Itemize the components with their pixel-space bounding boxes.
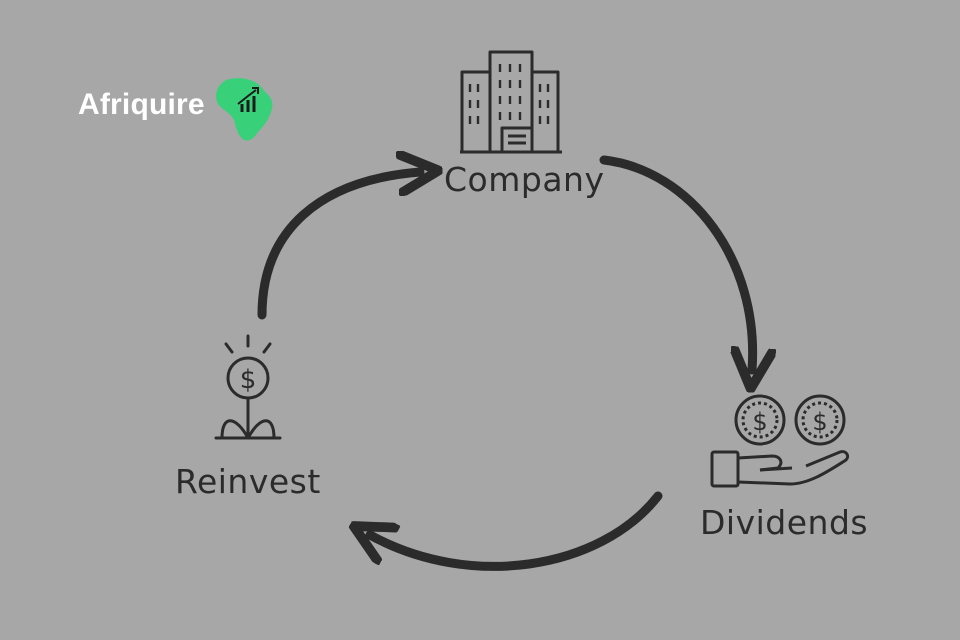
arrow-reinvest-to-company (257, 172, 420, 320)
africa-map-growth-chart-icon (216, 78, 273, 141)
brand-logo: Afriquire (78, 74, 278, 144)
arrow-company-to-dividends (599, 155, 753, 370)
office-buildings-icon (460, 50, 562, 154)
brand-name: Afriquire (78, 88, 205, 121)
svg-text:$: $ (812, 408, 827, 436)
svg-text:$: $ (752, 408, 767, 436)
node-label-company: Company (444, 160, 605, 199)
node-label-reinvest: Reinvest (175, 462, 321, 501)
money-plant-icon: $ (214, 334, 282, 440)
hand-with-coins-icon: $ $ (710, 394, 850, 488)
arrow-dividends-to-reinvest (370, 491, 663, 571)
svg-text:$: $ (240, 365, 257, 395)
node-label-dividends: Dividends (700, 503, 869, 542)
